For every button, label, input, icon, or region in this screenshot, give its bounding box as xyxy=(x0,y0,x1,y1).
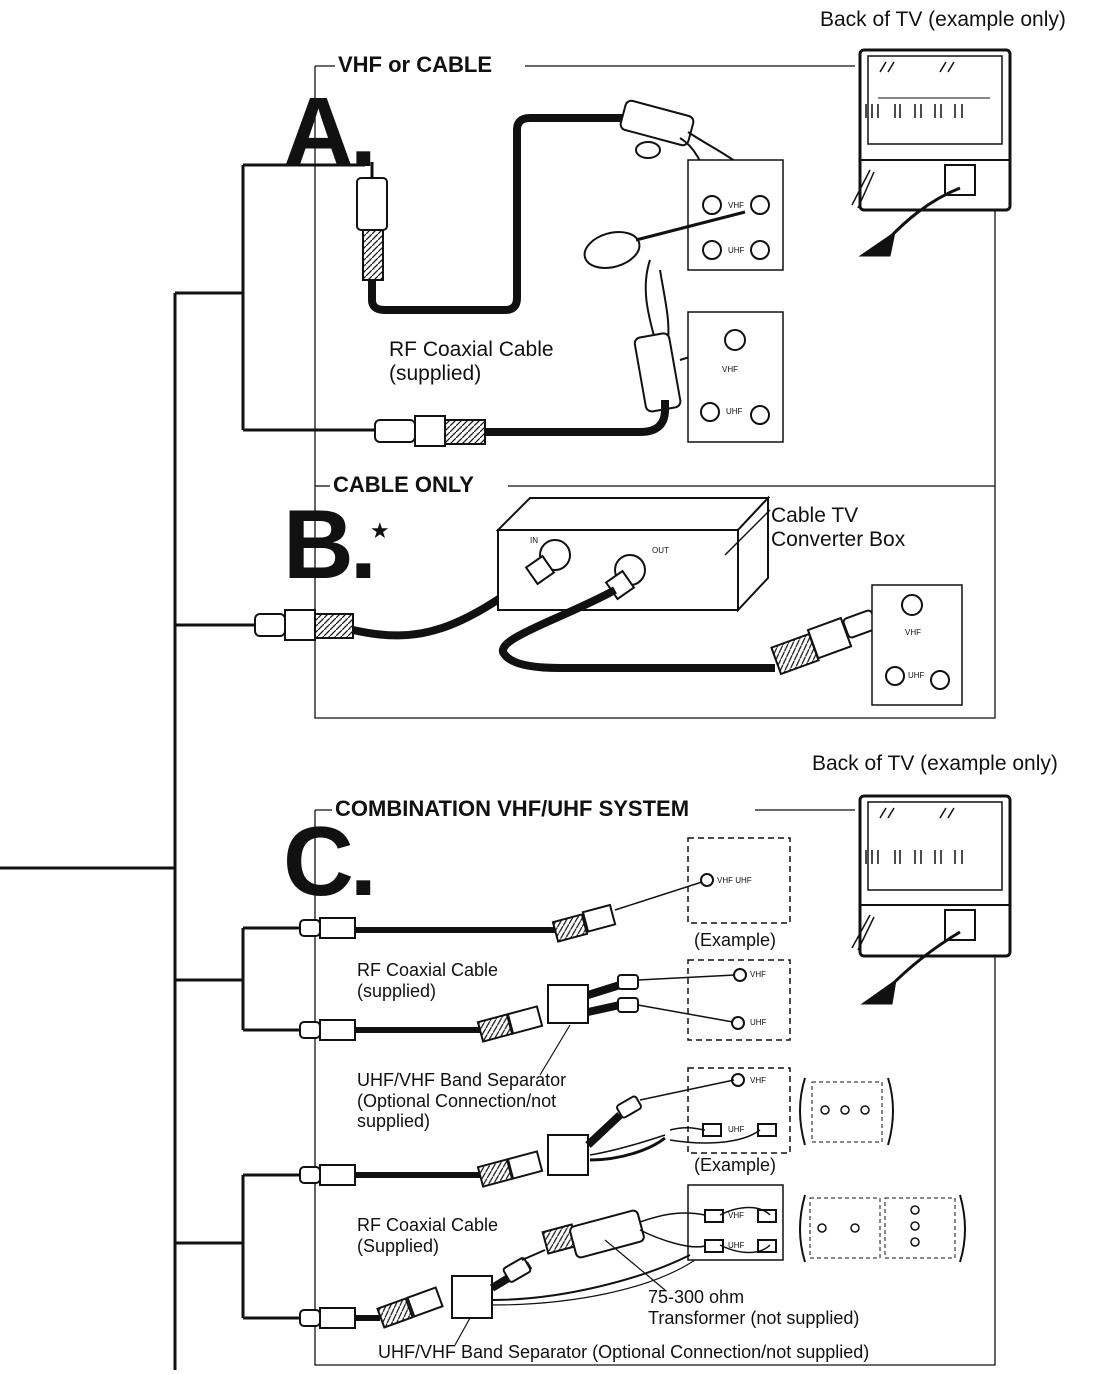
back-of-tv-label-bottom: Back of TV (example only) xyxy=(812,752,1058,776)
section-b-letter: B. xyxy=(283,495,373,593)
terminal-label-vhf-uhf: VHF UHF xyxy=(717,876,752,885)
section-c-letter: C. xyxy=(283,812,373,910)
section-a-letter: A. xyxy=(283,83,373,181)
band-separator-label-2: UHF/VHF Band Separator (Optional Connect… xyxy=(378,1342,869,1363)
rf-coaxial-cable-label-a: RF Coaxial Cable (supplied) xyxy=(389,338,554,386)
svg-text:VHF: VHF xyxy=(905,628,921,637)
tv-back-bottom xyxy=(852,796,1010,1004)
terminal-label-uhf-2: UHF xyxy=(728,1125,744,1134)
section-a-header: VHF or CABLE xyxy=(335,52,495,77)
svg-text:UHF: UHF xyxy=(728,246,745,255)
back-of-tv-label-top: Back of TV (example only) xyxy=(820,8,1066,32)
terminal-label-uhf-3: UHF xyxy=(728,1241,744,1250)
band-separator-label-1: UHF/VHF Band Separator (Optional Connect… xyxy=(357,1070,566,1132)
section-a-drawing: VHF UHF VHF UHF xyxy=(357,99,783,446)
svg-text:UHF: UHF xyxy=(908,671,925,680)
section-c-header: COMBINATION VHF/UHF SYSTEM xyxy=(332,796,692,821)
rf-coaxial-cable-label-c1: RF Coaxial Cable (supplied) xyxy=(357,960,498,1001)
transformer-label: 75-300 ohm Transformer (not supplied) xyxy=(648,1287,859,1328)
section-frames xyxy=(315,66,995,1365)
svg-text:VHF: VHF xyxy=(728,201,744,210)
tv-back-top xyxy=(852,50,1010,256)
converter-box-label: Cable TV Converter Box xyxy=(771,504,905,552)
example-label-1: (Example) xyxy=(694,930,776,951)
svg-text:UHF: UHF xyxy=(726,407,743,416)
rf-coaxial-cable-label-c2: RF Coaxial Cable (Supplied) xyxy=(357,1215,498,1256)
terminal-label-uhf: UHF xyxy=(750,1018,766,1027)
example-label-2: (Example) xyxy=(694,1155,776,1176)
terminal-label-vhf-3: VHF xyxy=(728,1211,744,1220)
trunk-lines xyxy=(0,165,375,1370)
terminal-label-vhf: VHF xyxy=(750,970,766,979)
svg-text:VHF: VHF xyxy=(722,365,738,374)
terminal-label-vhf-2: VHF xyxy=(750,1076,766,1085)
star-icon: ★ xyxy=(370,518,390,543)
converter-in-label: IN xyxy=(530,536,538,545)
converter-out-label: OUT xyxy=(652,546,669,555)
